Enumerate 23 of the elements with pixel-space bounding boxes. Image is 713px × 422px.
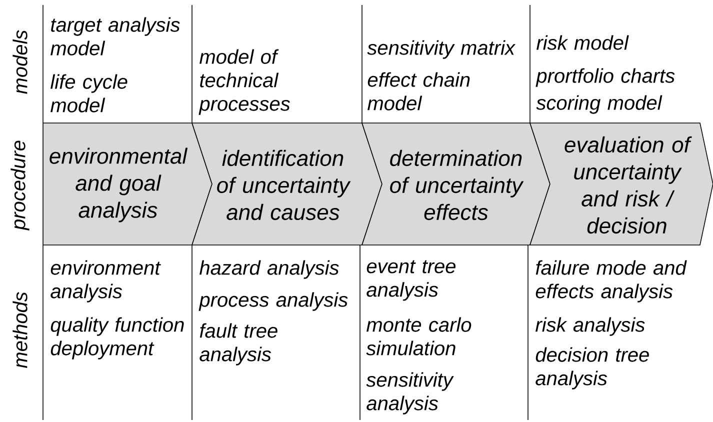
list-text: prortfolio charts xyxy=(536,68,675,87)
list-text: failure mode and effects analysis xyxy=(536,260,687,302)
list-text: effect chain model xyxy=(368,72,470,110)
list-text: risk model xyxy=(536,35,629,50)
row-label: models xyxy=(12,30,28,94)
list-text: sensitivity matrix xyxy=(367,40,516,59)
list-text: target analysis model xyxy=(50,17,180,56)
list-text: environment analysis xyxy=(50,260,161,302)
list-text: process analysis xyxy=(198,292,348,311)
list-text: fault tree analysis xyxy=(200,323,278,366)
process-step: evaluation of uncertainty and risk / decision xyxy=(529,122,713,246)
list-text: model of technical processes xyxy=(198,49,290,115)
node-label: evaluation of uncertainty and risk / decision xyxy=(564,136,692,234)
list-text: hazard analysis xyxy=(200,260,339,279)
row-label: methods xyxy=(12,292,28,368)
list-text: monte carlo simulation xyxy=(366,317,472,356)
list-text: risk analysis xyxy=(536,317,645,336)
list-text: decision tree analysis xyxy=(536,347,649,390)
list-text: sensitivity analysis xyxy=(366,372,454,414)
list-text: scoring model xyxy=(536,95,662,114)
process-step: environmental and goal analysis xyxy=(42,122,212,246)
list-text: event tree analysis xyxy=(366,260,456,301)
list-text: quality function deployment xyxy=(50,317,184,360)
